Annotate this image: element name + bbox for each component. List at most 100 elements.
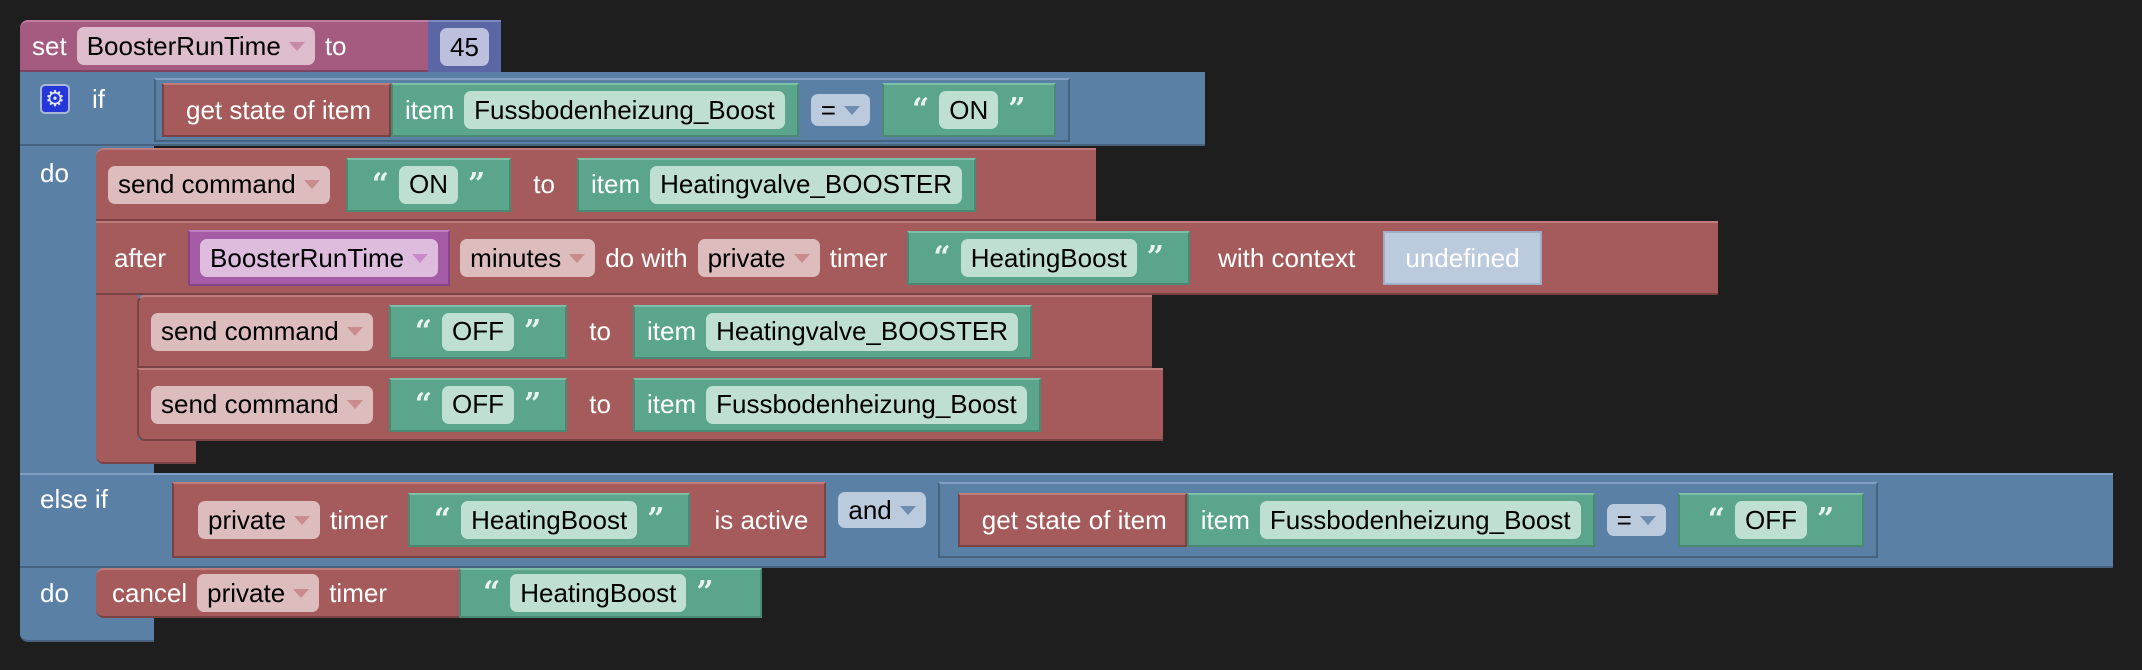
chevron-down-icon xyxy=(303,180,320,189)
close-quote-icon: ” xyxy=(468,166,486,202)
gear-icon[interactable]: ⚙ xyxy=(40,84,70,114)
after-timer-bottom-cap xyxy=(96,440,196,464)
timer-is-active-block[interactable]: private timer “ HeatingBoost ” is active xyxy=(172,482,827,558)
item-name-field[interactable]: Heatingvalve_BOOSTER xyxy=(650,165,963,204)
timer-label: timer xyxy=(329,577,387,608)
text-block[interactable]: “ OFF ” xyxy=(388,304,568,359)
else-if-condition: private timer “ HeatingBoost ” is active… xyxy=(172,482,1879,558)
send-command-dropdown[interactable]: send command xyxy=(108,165,330,204)
send-command-block[interactable]: send command “ OFF ” to item Heatingvalv… xyxy=(137,295,1152,368)
variable-get-block[interactable]: BoosterRunTime xyxy=(188,230,451,286)
timer-name-block[interactable]: “ HeatingBoost ” xyxy=(459,568,762,618)
text-value[interactable]: OFF xyxy=(442,312,515,351)
chevron-down-icon xyxy=(412,253,429,263)
cancel-label: cancel xyxy=(112,577,188,608)
close-quote-icon: ” xyxy=(647,502,665,537)
operator-dropdown[interactable]: = xyxy=(1606,504,1666,536)
timer-name-block[interactable]: “ HeatingBoost ” xyxy=(407,493,691,547)
logic-operator-value: and xyxy=(848,494,892,525)
item-name-field[interactable]: Heatingvalve_BOOSTER xyxy=(706,312,1019,351)
get-state-block[interactable]: get state of item xyxy=(162,83,391,137)
number-value[interactable]: 45 xyxy=(440,28,489,66)
chevron-down-icon xyxy=(793,253,810,263)
scope-dropdown[interactable]: private xyxy=(197,574,320,612)
item-block[interactable]: item Heatingvalve_BOOSTER xyxy=(576,157,977,212)
after-label: after xyxy=(114,242,167,273)
chevron-down-icon xyxy=(294,515,311,525)
text-value[interactable]: OFF xyxy=(1735,501,1808,539)
chevron-down-icon xyxy=(346,327,363,336)
item-label: item xyxy=(590,169,641,199)
close-quote-icon: ” xyxy=(524,386,542,422)
set-keyword: set xyxy=(32,30,67,61)
text-value[interactable]: ON xyxy=(399,165,459,204)
timer-label: timer xyxy=(330,504,388,535)
item-name-field[interactable]: Fussbodenheizung_Boost xyxy=(1259,501,1581,539)
timer-name-value[interactable]: HeatingBoost xyxy=(461,501,638,539)
scope-dropdown[interactable]: private xyxy=(697,239,820,277)
item-label: item xyxy=(646,316,697,346)
open-quote-icon: “ xyxy=(414,313,433,349)
do-with-label: do with xyxy=(605,242,688,273)
close-quote-icon: ” xyxy=(696,575,714,610)
open-quote-icon: “ xyxy=(483,575,501,610)
variable-dropdown[interactable]: BoosterRunTime xyxy=(76,27,315,65)
compare-block[interactable]: get state of item item Fussbodenheizung_… xyxy=(154,78,1070,142)
compare-block[interactable]: get state of item item Fussbodenheizung_… xyxy=(937,482,1879,558)
unit-value: minutes xyxy=(470,242,562,273)
item-block[interactable]: item Fussbodenheizung_Boost xyxy=(390,83,799,137)
context-value-block[interactable]: undefined xyxy=(1383,231,1542,285)
after-timer-header: after BoosterRunTime minutes do with pri… xyxy=(96,221,1718,295)
get-state-block[interactable]: get state of item xyxy=(957,493,1187,547)
timer-name-value[interactable]: HeatingBoost xyxy=(960,239,1137,277)
operator-value: = xyxy=(820,94,836,125)
timer-name-value[interactable]: HeatingBoost xyxy=(510,574,687,612)
item-block[interactable]: item Heatingvalve_BOOSTER xyxy=(632,304,1033,359)
item-block[interactable]: item Fussbodenheizung_Boost xyxy=(1186,493,1595,547)
item-name-field[interactable]: Fussbodenheizung_Boost xyxy=(464,91,785,129)
if-label: if xyxy=(92,84,105,114)
operator-value: = xyxy=(1616,504,1632,535)
send-command-dropdown[interactable]: send command xyxy=(151,312,373,351)
context-value: undefined xyxy=(1405,242,1520,273)
timer-name-block[interactable]: “ HeatingBoost ” xyxy=(907,231,1191,285)
set-variable-block[interactable]: set BoosterRunTime to xyxy=(20,20,430,72)
send-command-dropdown[interactable]: send command xyxy=(151,385,373,424)
text-block[interactable]: “ OFF ” xyxy=(388,377,568,432)
text-block[interactable]: “ OFF ” xyxy=(1677,493,1865,547)
item-label: item xyxy=(404,94,455,125)
chevron-down-icon xyxy=(293,588,310,598)
close-quote-icon: ” xyxy=(1146,240,1165,275)
open-quote-icon: “ xyxy=(371,166,390,202)
variable-name: BoosterRunTime xyxy=(86,30,281,61)
item-name-field[interactable]: Fussbodenheizung_Boost xyxy=(706,385,1027,424)
text-value[interactable]: OFF xyxy=(442,385,515,424)
cancel-timer-block[interactable]: cancel private timer xyxy=(96,568,461,618)
item-label: item xyxy=(646,389,697,419)
scope-dropdown[interactable]: private xyxy=(198,501,321,539)
chevron-down-icon xyxy=(899,505,916,515)
item-label: item xyxy=(1200,504,1250,535)
operator-dropdown[interactable]: = xyxy=(810,94,870,126)
text-block[interactable]: “ ON ” xyxy=(881,83,1056,137)
item-block[interactable]: item Fussbodenheizung_Boost xyxy=(632,377,1041,432)
text-block[interactable]: “ ON ” xyxy=(345,157,512,212)
get-state-label: get state of item xyxy=(186,94,371,125)
variable-dropdown[interactable]: BoosterRunTime xyxy=(200,239,439,277)
text-value[interactable]: ON xyxy=(939,91,999,129)
send-command-block[interactable]: send command “ OFF ” to item Fussbodenhe… xyxy=(137,368,1163,441)
command-label: send command xyxy=(161,316,339,346)
variable-name: BoosterRunTime xyxy=(210,242,405,273)
do-label: do xyxy=(40,158,69,188)
send-command-block[interactable]: send command “ ON ” to item Heatingvalve… xyxy=(96,148,1096,221)
scope-value: private xyxy=(707,242,786,273)
scope-value: private xyxy=(208,504,287,535)
to-label: to xyxy=(589,316,611,346)
open-quote-icon: “ xyxy=(414,386,433,422)
chevron-down-icon xyxy=(843,105,860,115)
number-block[interactable]: 45 xyxy=(428,20,501,72)
unit-dropdown[interactable]: minutes xyxy=(460,239,596,277)
chevron-down-icon xyxy=(346,400,363,409)
is-active-label: is active xyxy=(714,504,809,535)
logic-operator-dropdown[interactable]: and xyxy=(838,492,926,528)
